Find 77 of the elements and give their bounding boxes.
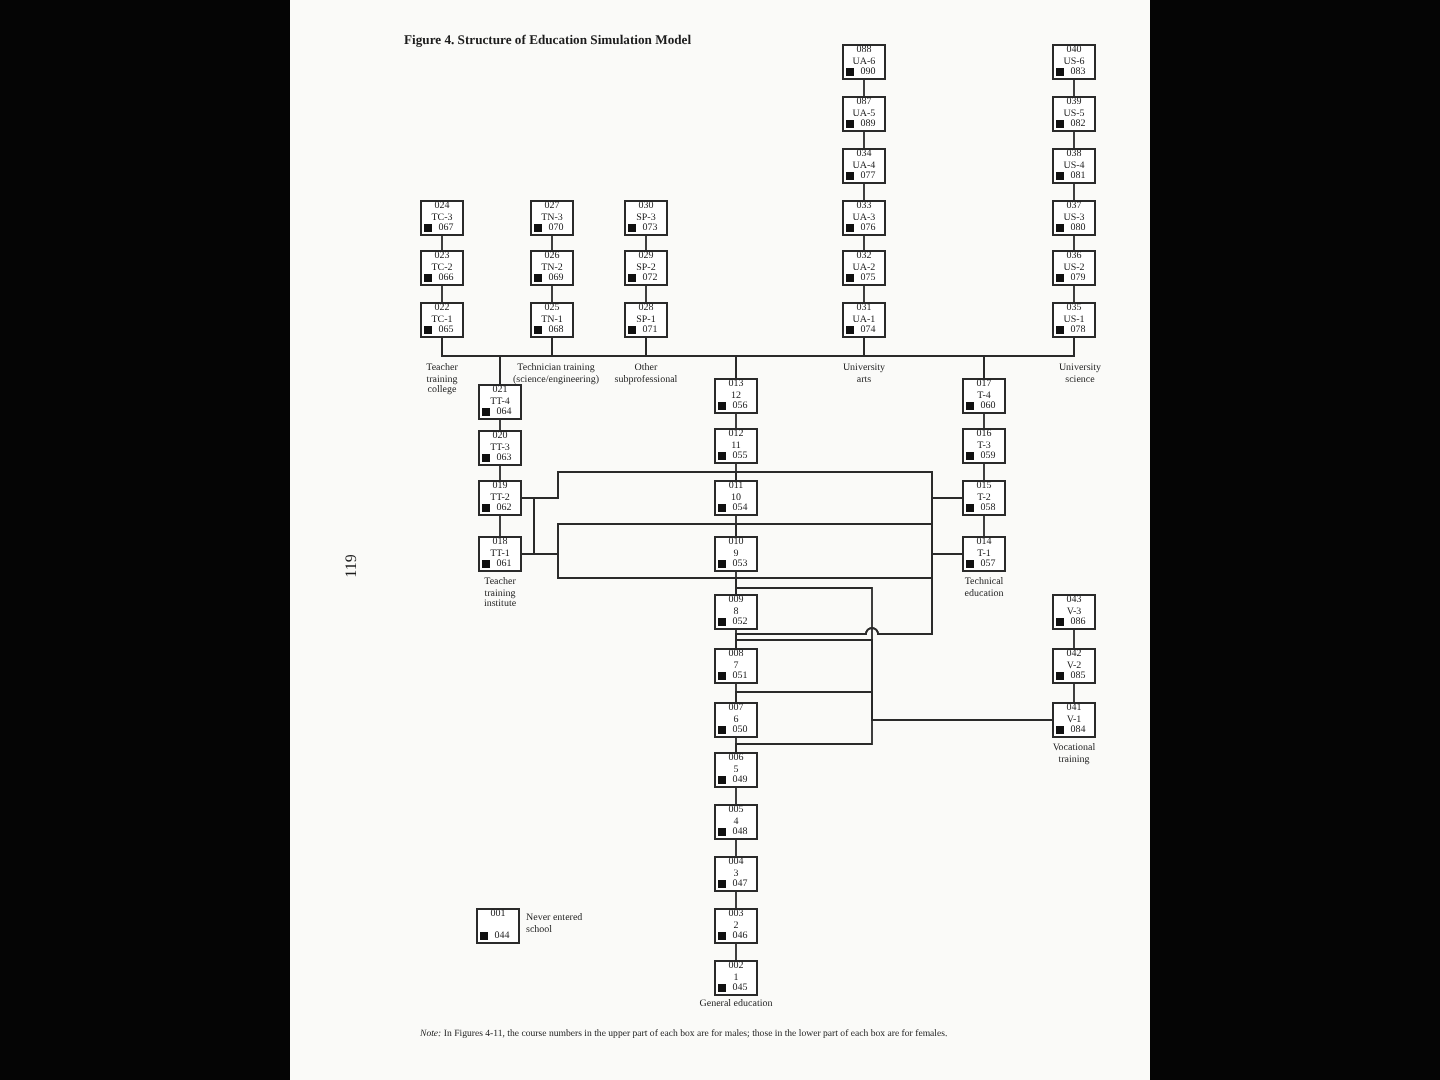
connector-line	[735, 943, 737, 961]
course-box	[714, 752, 758, 788]
course-box	[478, 480, 522, 516]
connector-line	[863, 79, 865, 97]
connector-line	[551, 285, 553, 303]
course-box	[962, 480, 1006, 516]
connector-line	[735, 839, 737, 857]
course-box	[842, 148, 886, 184]
course-box	[478, 384, 522, 420]
page-number: 119	[343, 554, 360, 578]
course-box	[1052, 702, 1096, 738]
course-box	[624, 302, 668, 338]
connector-line	[983, 413, 985, 429]
course-box	[714, 378, 758, 414]
connector-line	[645, 285, 647, 303]
course-box	[842, 96, 886, 132]
course-box	[420, 250, 464, 286]
connector-line	[499, 515, 501, 537]
connector-line	[735, 413, 737, 429]
connector-line	[551, 235, 553, 251]
connector-line	[1073, 629, 1075, 649]
connector-line	[1073, 131, 1075, 149]
connector-line	[499, 419, 501, 431]
connector-line	[735, 787, 737, 805]
course-box	[714, 594, 758, 630]
course-box	[714, 804, 758, 840]
course-box	[530, 250, 574, 286]
course-box	[478, 536, 522, 572]
course-box	[1052, 302, 1096, 338]
course-box	[842, 44, 886, 80]
course-box	[962, 428, 1006, 464]
course-box	[1052, 96, 1096, 132]
connector-line	[441, 285, 443, 303]
connector-line	[499, 465, 501, 481]
connector-line	[1073, 235, 1075, 251]
course-box	[714, 702, 758, 738]
course-box	[962, 536, 1006, 572]
course-box	[624, 250, 668, 286]
course-box	[1052, 250, 1096, 286]
course-box	[624, 200, 668, 236]
course-box	[1052, 148, 1096, 184]
connector-line	[983, 463, 985, 481]
course-box	[1052, 200, 1096, 236]
course-box	[420, 200, 464, 236]
course-box	[714, 536, 758, 572]
connector-line	[1073, 79, 1075, 97]
course-box	[1052, 648, 1096, 684]
connector-line	[863, 183, 865, 201]
course-box	[842, 250, 886, 286]
connector-line	[735, 891, 737, 909]
course-box	[1052, 594, 1096, 630]
connector-line	[983, 515, 985, 537]
connector-line	[1073, 183, 1075, 201]
connector-line	[863, 285, 865, 303]
course-box	[476, 908, 520, 944]
course-box	[714, 480, 758, 516]
connector-line	[863, 235, 865, 251]
course-box	[962, 378, 1006, 414]
connector-line	[1073, 285, 1075, 303]
connector-line	[441, 235, 443, 251]
connector-line	[1073, 683, 1075, 703]
course-box	[842, 302, 886, 338]
course-box	[530, 200, 574, 236]
course-box	[420, 302, 464, 338]
course-box	[842, 200, 886, 236]
course-box	[714, 908, 758, 944]
connector-line	[983, 337, 1075, 379]
connector-line	[645, 235, 647, 251]
course-box	[714, 428, 758, 464]
course-box	[530, 302, 574, 338]
course-box	[1052, 44, 1096, 80]
course-box	[714, 648, 758, 684]
course-box	[714, 960, 758, 996]
course-box	[478, 430, 522, 466]
connector-line	[863, 131, 865, 149]
connector-line	[735, 719, 1053, 753]
course-box	[714, 856, 758, 892]
